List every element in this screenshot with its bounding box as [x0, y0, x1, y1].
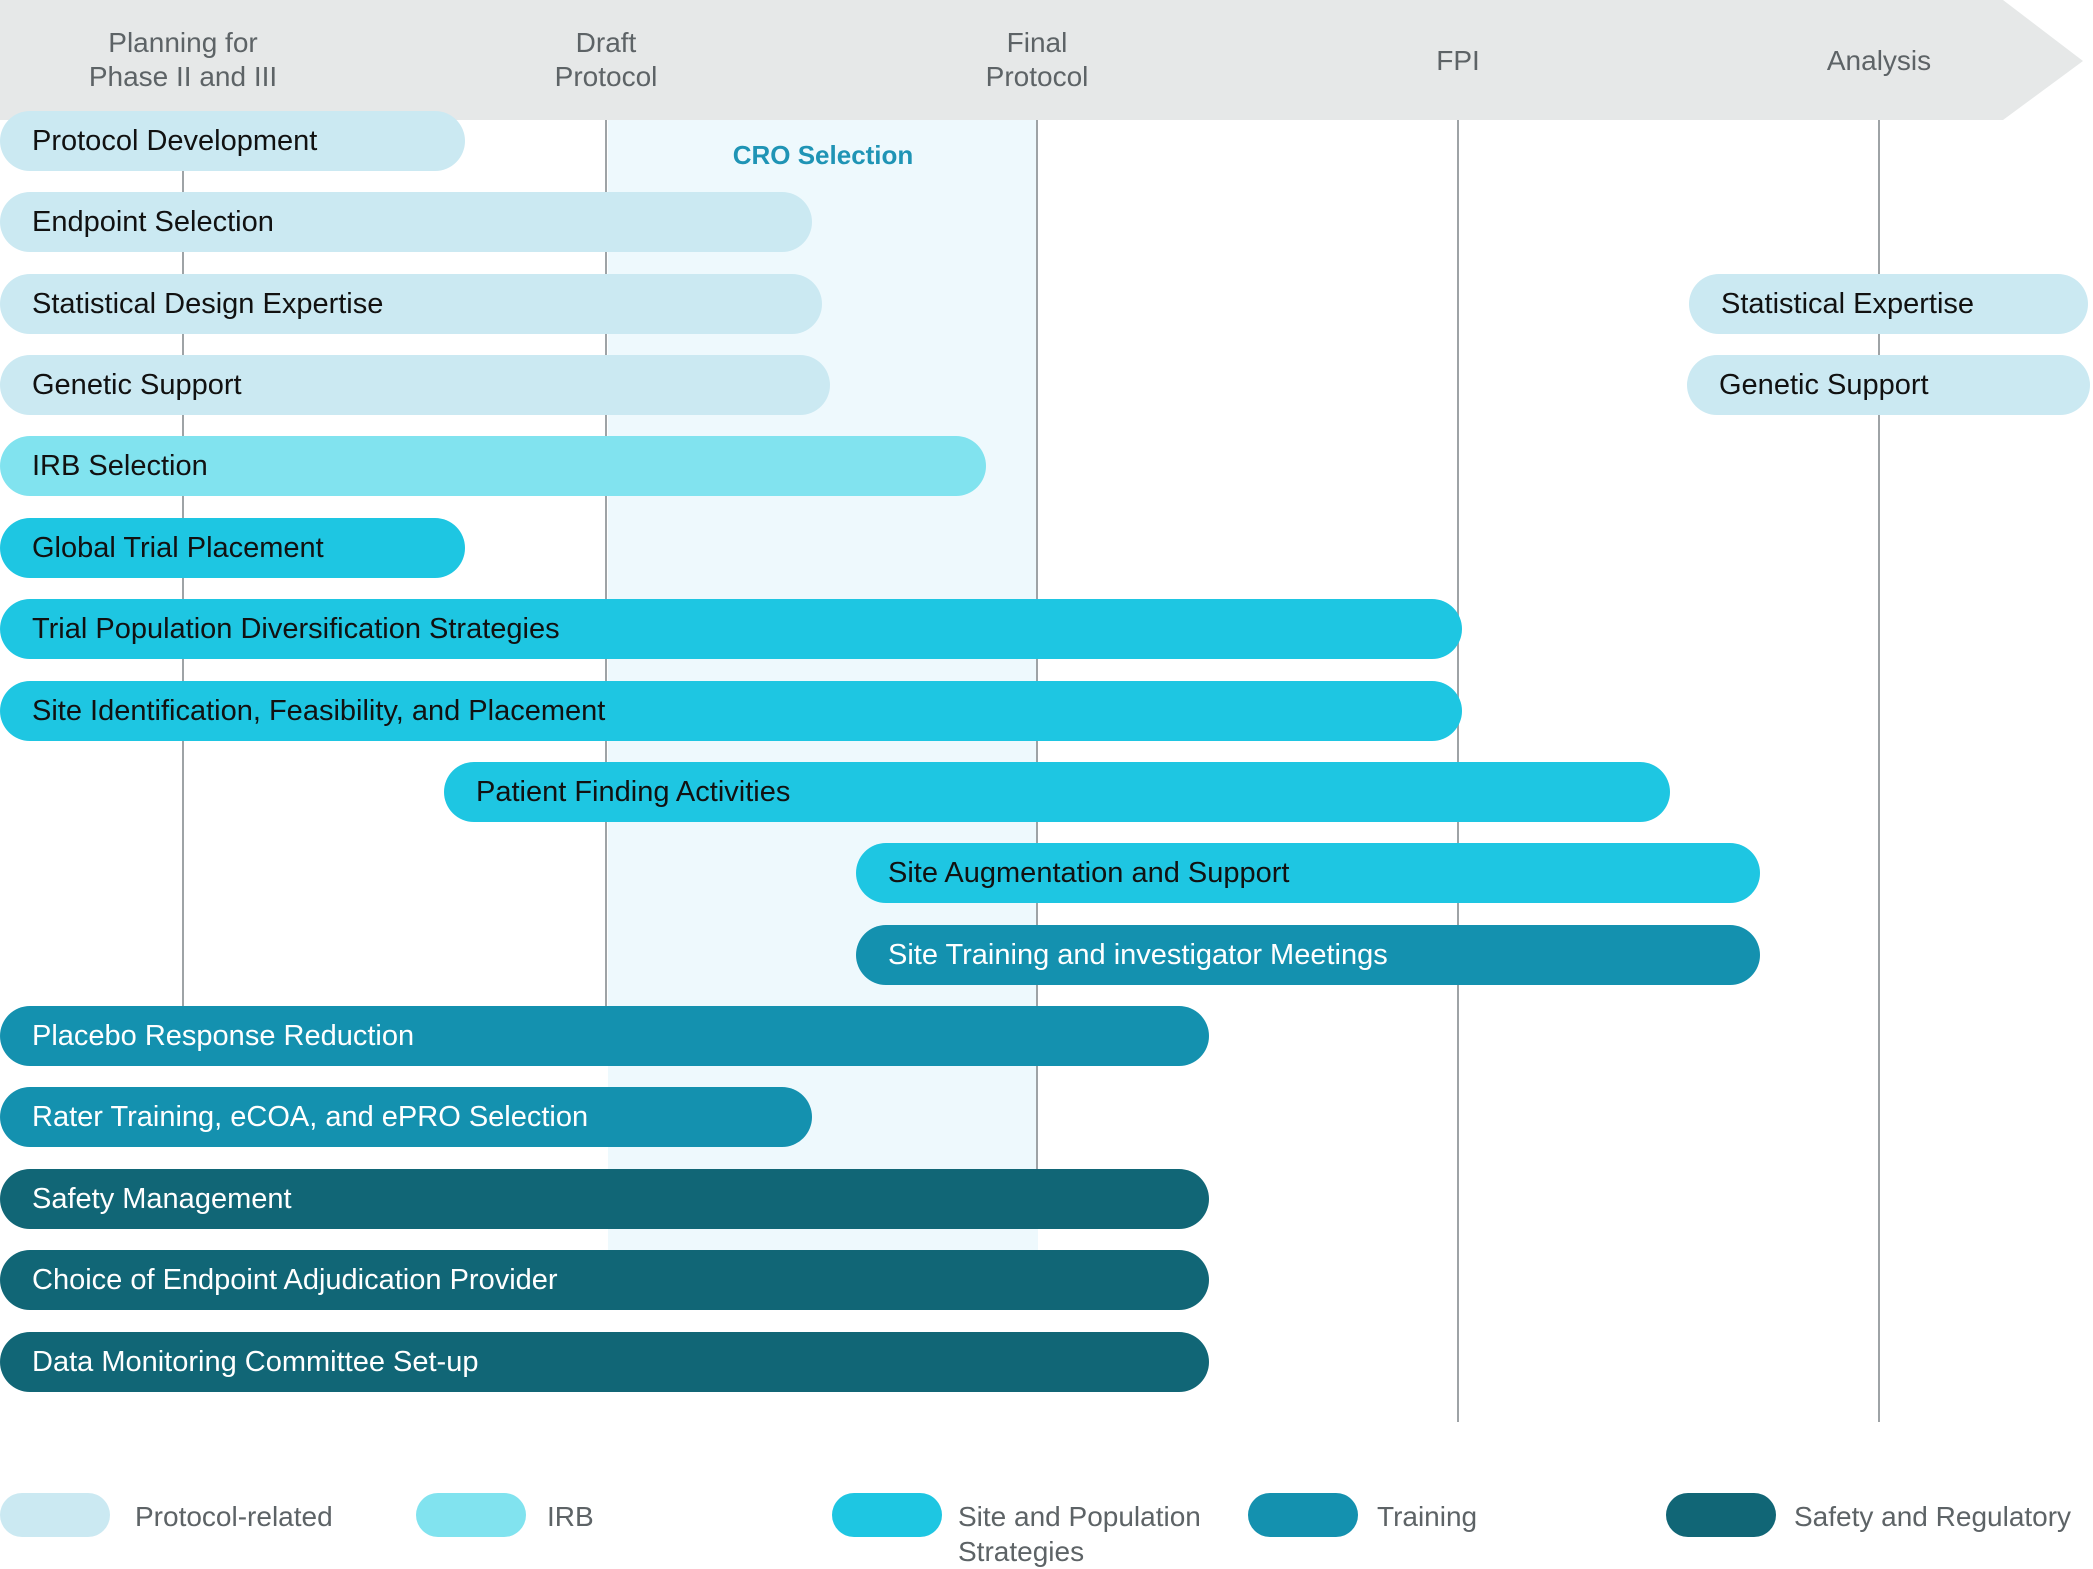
activity-label: Site Identification, Feasibility, and Pl…: [32, 694, 606, 727]
legend-swatch-safety: [1666, 1493, 1776, 1537]
legend-swatch-site: [832, 1493, 942, 1537]
activity-bar: Protocol Development: [0, 111, 465, 171]
activity-label: Placebo Response Reduction: [32, 1019, 415, 1052]
activity-bar: Safety Management: [0, 1169, 1209, 1229]
activity-label: Rater Training, eCOA, and ePRO Selection: [32, 1100, 589, 1133]
legend-label-training: Training: [1377, 1501, 1478, 1532]
activity-bar: Statistical Design Expertise: [0, 274, 822, 334]
activity-label: Global Trial Placement: [32, 531, 324, 564]
activity-label: Data Monitoring Committee Set-up: [32, 1345, 479, 1378]
legend-swatch-irb: [416, 1493, 526, 1537]
activity-label: Safety Management: [32, 1182, 292, 1215]
activity-label: Genetic Support: [32, 368, 242, 401]
activity-label: Genetic Support: [1719, 368, 1929, 401]
activity-bar: Choice of Endpoint Adjudication Provider: [0, 1250, 1209, 1310]
activity-bar: Data Monitoring Committee Set-up: [0, 1332, 1209, 1392]
activity-bar: Rater Training, eCOA, and ePRO Selection: [0, 1087, 812, 1147]
phase-label-final: Final Protocol: [985, 27, 1089, 92]
activity-bar: Trial Population Diversification Strateg…: [0, 599, 1462, 659]
legend-label-safety: Safety and Regulatory: [1794, 1501, 2072, 1532]
activity-label: Statistical Design Expertise: [32, 287, 384, 320]
activity-label: Choice of Endpoint Adjudication Provider: [32, 1263, 558, 1296]
phase-label-planning: Planning for Phase II and III: [88, 27, 278, 92]
activity-bar: Genetic Support: [0, 355, 830, 415]
legend-swatch-training: [1248, 1493, 1358, 1537]
phase-arrow-band: [0, 0, 2083, 120]
activity-bar: Placebo Response Reduction: [0, 1006, 1209, 1066]
phase-label-fpi: FPI: [1436, 45, 1480, 76]
activity-label: Protocol Development: [32, 124, 318, 157]
activity-bar: Statistical Expertise: [1689, 274, 2088, 334]
activity-bar: Global Trial Placement: [0, 518, 465, 578]
legend-label-protocol: Protocol-related: [135, 1501, 333, 1532]
activity-bar: Patient Finding Activities: [444, 762, 1670, 822]
phase-label-analysis: Analysis: [1826, 45, 1932, 76]
activity-label: IRB Selection: [32, 449, 208, 482]
legend-swatch-protocol: [0, 1493, 110, 1537]
cro-selection-label: CRO Selection: [732, 140, 914, 170]
activity-bar: Genetic Support: [1687, 355, 2090, 415]
phase-divider-line: [1878, 120, 1880, 1422]
activity-label: Site Training and investigator Meetings: [888, 938, 1388, 971]
activity-bar: IRB Selection: [0, 436, 986, 496]
activity-bar: Site Augmentation and Support: [856, 843, 1760, 903]
activity-label: Site Augmentation and Support: [888, 856, 1290, 889]
activity-label: Trial Population Diversification Strateg…: [32, 612, 560, 645]
legend-label-irb: IRB: [547, 1501, 594, 1532]
phase-label-draft: Draft Protocol: [554, 27, 658, 92]
activity-label: Endpoint Selection: [32, 205, 274, 238]
activity-bar: Endpoint Selection: [0, 192, 812, 252]
activity-label: Statistical Expertise: [1721, 287, 1975, 320]
phase-divider-line: [605, 120, 607, 1035]
legend-label-site: Site and Population Strategies: [958, 1501, 1201, 1567]
activity-bar: Site Training and investigator Meetings: [856, 925, 1760, 985]
activity-bar: Site Identification, Feasibility, and Pl…: [0, 681, 1462, 741]
activity-label: Patient Finding Activities: [476, 775, 791, 808]
